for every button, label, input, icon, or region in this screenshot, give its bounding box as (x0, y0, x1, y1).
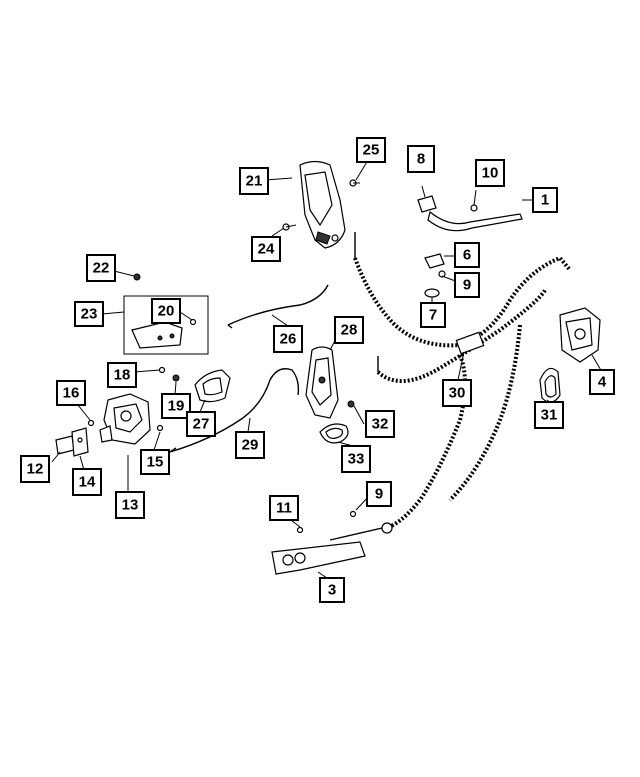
callout-29-label: 29 (242, 437, 259, 454)
group-box-23 (123, 295, 209, 355)
callout-26: 26 (273, 325, 303, 353)
callout-30-label: 30 (449, 385, 466, 402)
callout-31: 31 (534, 401, 564, 429)
callout-6-label: 6 (463, 247, 471, 264)
callout-9a: 9 (454, 272, 480, 298)
screws-15-16 (87, 419, 164, 432)
callout-27: 27 (186, 411, 216, 437)
latch-4 (559, 307, 601, 363)
callout-13-label: 13 (122, 497, 139, 514)
bracket-3 (271, 510, 366, 575)
callout-14: 14 (72, 468, 102, 496)
callout-6: 6 (454, 242, 480, 268)
callout-7-label: 7 (429, 307, 437, 324)
screw-24 (282, 223, 297, 231)
callout-21: 21 (239, 167, 269, 195)
callout-3: 3 (319, 577, 345, 603)
callout-27-label: 27 (193, 416, 210, 433)
callout-32-label: 32 (372, 416, 389, 433)
callout-30: 30 (442, 379, 472, 407)
callout-10: 10 (475, 159, 505, 187)
callout-18-label: 18 (114, 367, 131, 384)
callout-33: 33 (341, 445, 371, 473)
callout-8: 8 (407, 145, 435, 173)
callout-4: 4 (589, 369, 615, 395)
callout-25: 25 (356, 137, 386, 163)
bezel-33 (319, 400, 355, 444)
callout-8-label: 8 (417, 151, 425, 168)
fasteners-18-19 (158, 366, 180, 382)
callout-10-label: 10 (482, 165, 499, 182)
callout-28-label: 28 (341, 322, 358, 339)
callout-23: 23 (74, 301, 104, 327)
callout-1: 1 (532, 187, 558, 213)
callout-22: 22 (86, 254, 116, 282)
callout-12-label: 12 (27, 461, 44, 478)
callout-7: 7 (420, 302, 446, 328)
rod-and-cap-assembly (417, 195, 523, 298)
callout-9b-label: 9 (375, 486, 383, 503)
callout-11-label: 11 (276, 500, 292, 517)
callout-9a-label: 9 (463, 277, 471, 294)
inside-handle (305, 346, 339, 419)
outside-handle-housing (299, 160, 346, 249)
callout-9b: 9 (366, 481, 392, 507)
callout-20-label: 20 (158, 303, 175, 320)
screw-25 (349, 179, 360, 187)
callout-32: 32 (365, 410, 395, 438)
cable-29 (169, 368, 300, 453)
callout-19: 19 (161, 393, 191, 419)
callout-3-label: 3 (328, 582, 336, 599)
callout-28: 28 (334, 316, 364, 344)
clip-22 (133, 273, 141, 281)
callout-12: 12 (20, 455, 50, 483)
callout-14-label: 14 (79, 474, 96, 491)
callout-22-label: 22 (93, 260, 110, 277)
callout-19-label: 19 (168, 398, 185, 415)
callout-16: 16 (56, 380, 86, 406)
callout-16-label: 16 (63, 385, 80, 402)
callout-24-label: 24 (258, 241, 275, 258)
callout-15: 15 (140, 449, 170, 475)
callout-13: 13 (115, 491, 145, 519)
callout-15-label: 15 (147, 454, 164, 471)
callout-21-label: 21 (246, 173, 263, 190)
callout-31-label: 31 (541, 407, 558, 424)
callout-23-label: 23 (81, 306, 98, 323)
seal-31 (539, 367, 561, 403)
callout-1-label: 1 (541, 192, 549, 209)
callout-18: 18 (107, 362, 137, 388)
callout-33-label: 33 (348, 451, 365, 468)
callout-26-label: 26 (280, 331, 297, 348)
bezel-27 (194, 369, 231, 403)
plates-12-14 (55, 427, 89, 457)
cable-26 (227, 284, 329, 329)
callout-4-label: 4 (598, 374, 607, 391)
callout-20: 20 (151, 298, 181, 324)
callout-24: 24 (251, 236, 281, 262)
callout-11: 11 (269, 495, 299, 521)
callout-29: 29 (235, 431, 265, 459)
callout-25-label: 25 (363, 142, 380, 159)
latch-13 (99, 393, 151, 445)
